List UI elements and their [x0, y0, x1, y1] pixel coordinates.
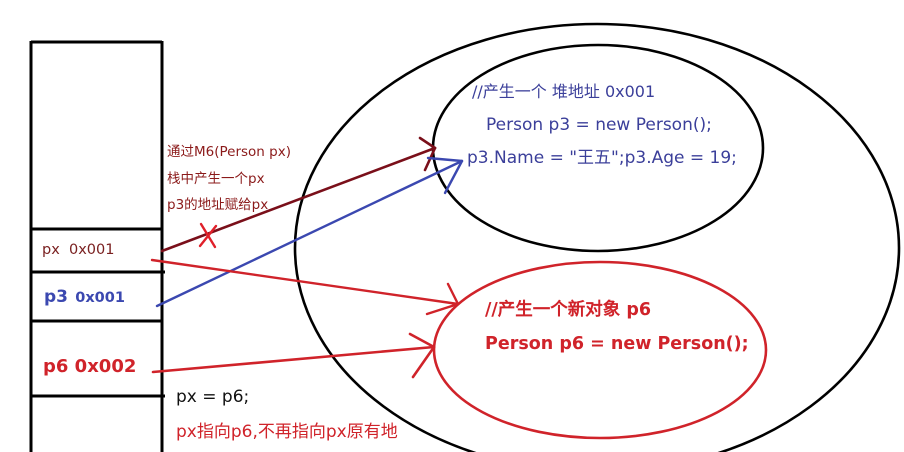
method-note-line-3: p3的地址赋给px	[167, 197, 269, 213]
stack-row-p3-name: p3	[44, 287, 68, 307]
stack-row-p6: p6 0x002	[43, 358, 136, 376]
arrow-p6-to-p6-object	[151, 332, 436, 379]
stack-row-px: px 0x001	[42, 243, 115, 258]
cross-mark-icon	[198, 222, 218, 249]
heap-p3-comment: //产生一个 堆地址 0x001	[472, 82, 656, 101]
heap-p3-line-1: Person p3 = new Person();	[486, 115, 712, 135]
arrow-p3-to-p3-object	[155, 156, 464, 308]
method-note-line-2: 栈中产生一个px	[167, 171, 265, 187]
stack-outline	[29, 40, 165, 452]
assignment-code: px = p6;	[176, 387, 250, 407]
method-note-line-1: 通过M6(Person px)	[167, 144, 291, 160]
heap-p6-comment: //产生一个新对象 p6	[485, 300, 652, 320]
heap-object-p6-outline	[432, 260, 768, 440]
heap-p6-line-1: Person p6 = new Person();	[485, 334, 749, 354]
stack-row-p6-label: p6 0x002	[43, 356, 137, 377]
heap-p3-line-2: p3.Name = "王五";p3.Age = 19;	[467, 148, 737, 168]
stack-row-px-label: px 0x001	[42, 242, 115, 258]
arrow-px-to-p6-object	[150, 258, 460, 316]
stack-row-p3: p3 0x001	[44, 289, 125, 306]
heap-outline	[293, 22, 901, 452]
assignment-note: px指向p6,不再指向px原有地	[176, 422, 398, 442]
stack-row-p3-address: 0x001	[75, 290, 125, 306]
